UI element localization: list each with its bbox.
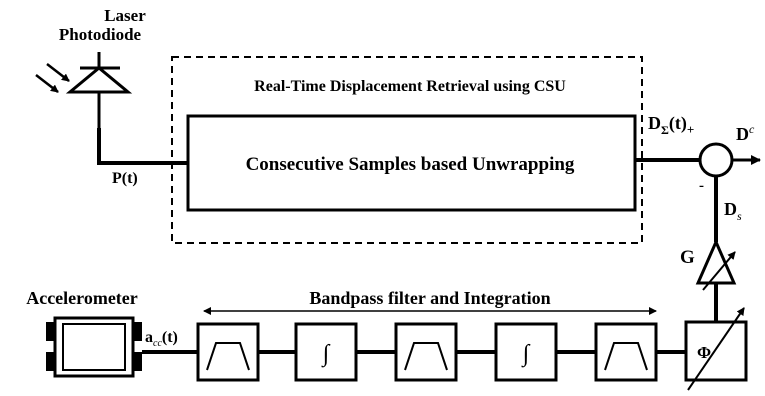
gain-label: G	[680, 247, 695, 268]
laser-label: Laser	[104, 6, 146, 25]
bandpass-filter-2	[394, 322, 458, 382]
integrator-1: ∫	[294, 322, 358, 382]
summing-junction	[698, 142, 734, 178]
integrator-2-symbol: ∫	[521, 341, 531, 368]
photodiode-wire	[97, 128, 188, 165]
phase-shifter-block	[684, 320, 748, 382]
csu-group-box	[171, 56, 643, 244]
minus-sign: -	[699, 178, 704, 194]
photodiode-icon	[65, 52, 133, 128]
phase-adjust-arrow	[687, 307, 745, 391]
accelerometer-label: Accelerometer	[26, 288, 138, 308]
output-displacement-label: Dc	[736, 122, 755, 144]
integrator-2: ∫	[494, 322, 558, 382]
csu-group-title: Real-Time Displacement Retrieval using C…	[254, 78, 566, 95]
summed-displacement-label: DΣ(t)+	[648, 113, 694, 137]
csu-block-label: Consecutive Samples based Unwrapping	[246, 154, 575, 175]
photodiode-label: Photodiode	[59, 25, 142, 44]
gain-amplifier-icon	[695, 238, 737, 291]
photodiode-signal-label: P(t)	[112, 170, 138, 187]
accelerometer-icon	[46, 316, 142, 378]
correction-displacement-label: Ds	[724, 199, 742, 223]
chain-title: Bandpass filter and Integration	[309, 288, 550, 308]
incident-light-arrows-icon	[35, 63, 70, 93]
phase-symbol: Φ	[697, 343, 711, 362]
integrator-1-symbol: ∫	[321, 341, 331, 368]
bandpass-filter-3	[594, 322, 658, 382]
bandpass-filter-1	[196, 322, 260, 382]
accelerometer-signal-label: acc(t)	[145, 329, 178, 349]
csu-block	[186, 114, 637, 212]
